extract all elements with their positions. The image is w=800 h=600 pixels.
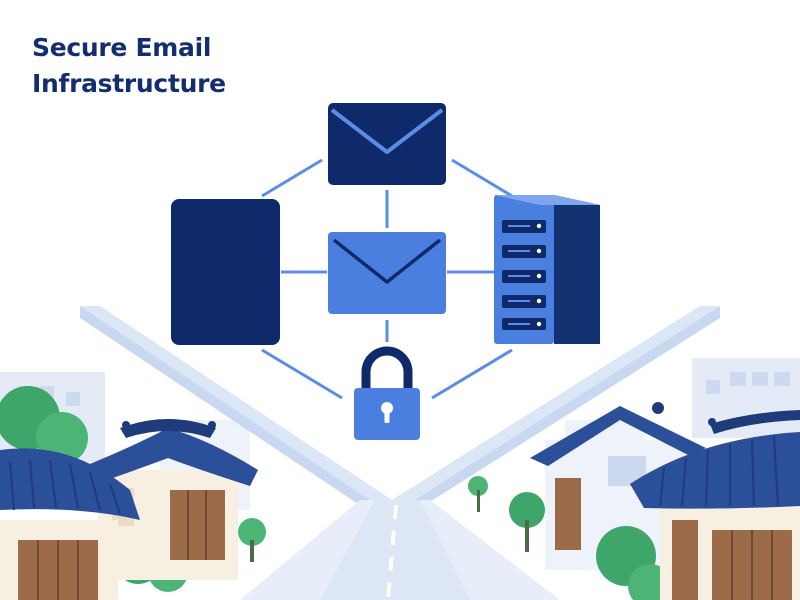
- traditional-house-left-front: [0, 448, 140, 600]
- traditional-house-right: [630, 410, 800, 600]
- street-perspective: [80, 306, 720, 600]
- network-connectors: [261, 158, 513, 400]
- title-line-1: Secure Email: [32, 33, 212, 62]
- envelope-icon: [328, 103, 446, 185]
- envelope-icon: [328, 232, 446, 314]
- device-panel-icon: [171, 199, 280, 345]
- server-rack-icon: [494, 195, 600, 344]
- padlock-icon: [354, 346, 420, 440]
- title-line-2: Infrastructure: [32, 69, 226, 98]
- page-title: Secure Email Infrastructure: [32, 30, 226, 102]
